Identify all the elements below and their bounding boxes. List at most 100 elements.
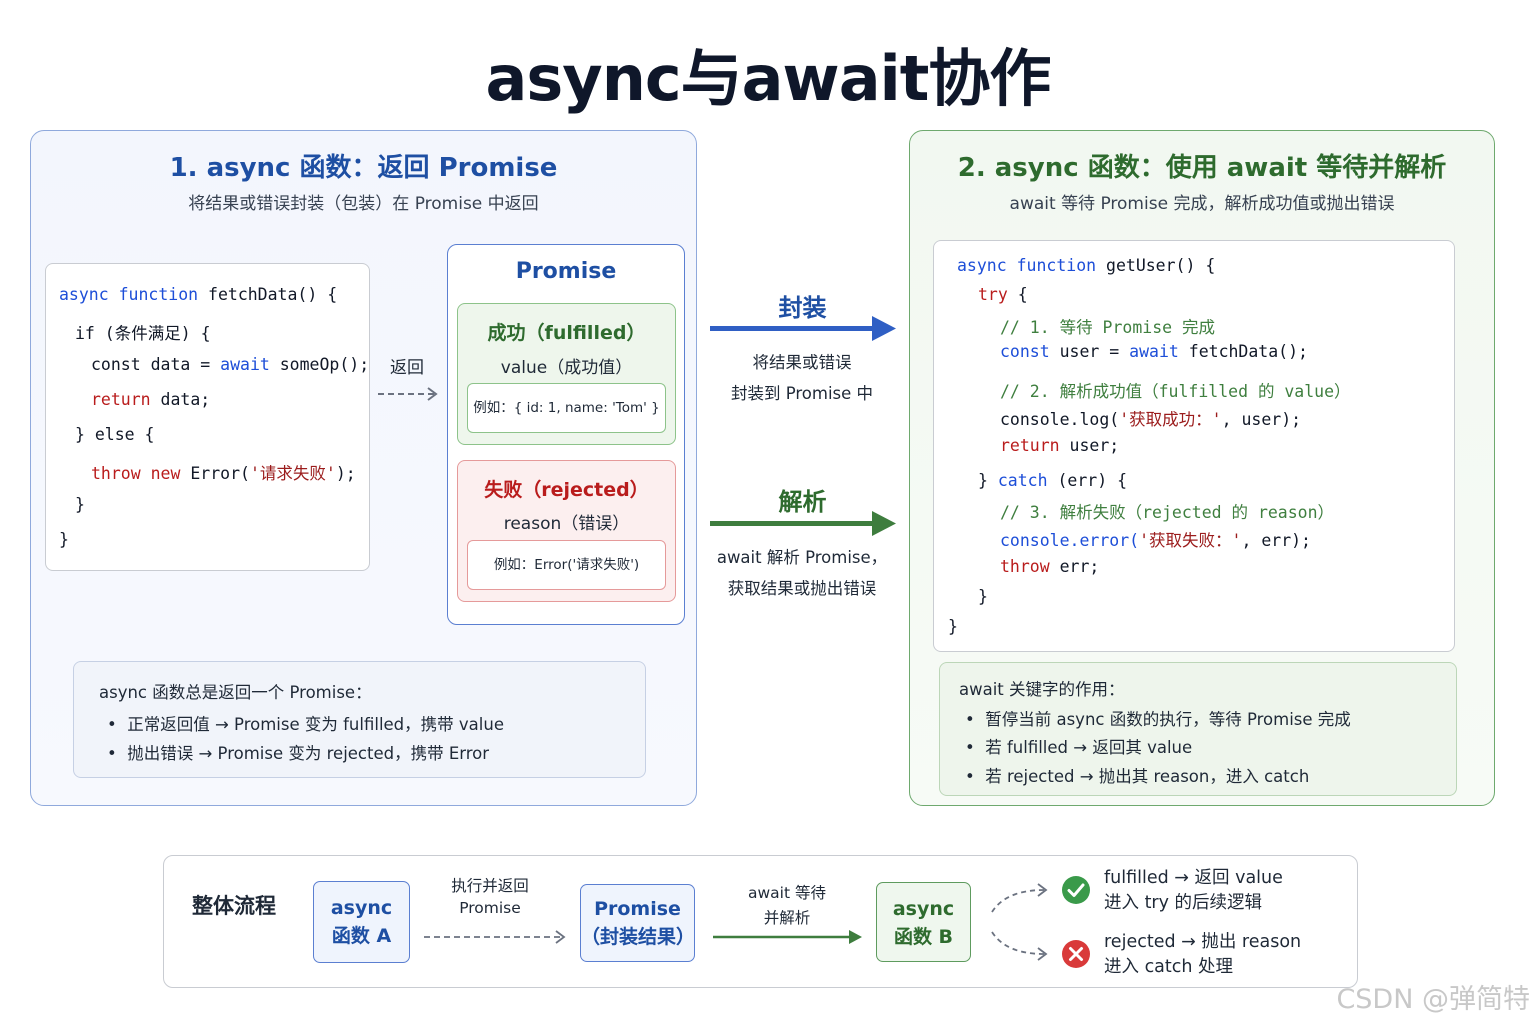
rejected-title: 失败（rejected） — [484, 479, 649, 501]
code-line: } catch (err) { — [978, 471, 1127, 490]
code-line: throw err; — [1000, 557, 1099, 576]
branch-dashed-arrows — [991, 883, 1048, 961]
code-text: user; — [1059, 436, 1120, 455]
parse-desc-1: await 解析 Promise， — [716, 548, 888, 567]
wrap-desc-1: 将结果或错误 — [752, 353, 852, 372]
csdn-watermark: CSDN @弹简特 — [1336, 984, 1530, 1015]
code-line: } — [59, 530, 69, 549]
fulfilled-title: 成功（fulfilled） — [487, 322, 646, 344]
code-string: '获取失败：' — [1139, 531, 1242, 550]
note-item: 暂停当前 async 函数的执行，等待 Promise 完成 — [985, 710, 1351, 729]
note-item: 若 rejected → 抛出其 reason，进入 catch — [985, 767, 1310, 786]
code-line: const user = await fetchData(); — [1000, 342, 1308, 361]
code-keyword: await — [220, 355, 270, 374]
code-text: , user); — [1221, 410, 1302, 429]
node-p-line1: Promise — [594, 898, 681, 920]
node-async-b: async 函数 B — [876, 882, 971, 962]
code-line: console.error('获取失败：', err); — [1000, 527, 1311, 551]
rejected-value: reason（错误） — [503, 514, 630, 534]
note-item: 正常返回值 → Promise 变为 fulfilled，携带 value — [127, 715, 504, 734]
note-heading: await 关键字的作用： — [959, 680, 1125, 699]
code-text: data; — [150, 390, 211, 409]
wrap-arrow — [710, 316, 896, 341]
code-line: } — [978, 587, 988, 606]
node-promise: Promise （封装结果） — [580, 884, 695, 962]
node-p-line2: （封装结果） — [581, 926, 696, 948]
note-bullet: • 若 fulfilled → 返回其 value — [965, 734, 1192, 758]
bullet-dot: • — [965, 710, 986, 729]
node-a-line1: async — [330, 897, 393, 919]
bullet-dot: • — [107, 715, 128, 734]
code-text: ); — [335, 464, 356, 483]
code-comment: // 3. 解析失败（rejected 的 reason） — [1000, 503, 1335, 522]
code-text: fetchData(); — [1178, 342, 1308, 361]
rejected-result-1: rejected → 抛出 reason — [1104, 932, 1302, 952]
note-bullet: • 若 rejected → 抛出其 reason，进入 catch — [965, 763, 1309, 787]
code-text: } — [978, 471, 998, 490]
code-keyword: catch — [997, 471, 1048, 490]
code-comment: // 1. 等待 Promise 完成 — [1000, 318, 1216, 337]
code-string: '获取成功：' — [1119, 410, 1222, 429]
step2-label-1: await 等待 — [748, 884, 826, 902]
fulfilled-result-1: fulfilled → 返回 value — [1104, 868, 1283, 888]
fulfilled-result-2: 进入 try 的后续逻辑 — [1104, 893, 1263, 913]
code-keyword: const — [1000, 342, 1050, 361]
code-string: '请求失败' — [249, 464, 336, 483]
page-title: async与await协作 — [485, 42, 1052, 115]
fetchdata-code-block: async function fetchData() { if (条件满足) {… — [45, 263, 370, 571]
fulfilled-value: value（成功值） — [500, 358, 633, 378]
code-text: user = — [1049, 342, 1130, 361]
step1-label-1: 执行并返回 — [451, 877, 529, 895]
bullet-dot: • — [107, 744, 128, 763]
node-async-a: async 函数 A — [313, 881, 410, 963]
code-comment: // 2. 解析成功值（fulfilled 的 value） — [1000, 382, 1351, 401]
check-circle-icon — [1062, 876, 1090, 904]
code-text: (err) { — [1047, 471, 1128, 490]
code-line: async function fetchData() { — [59, 285, 337, 304]
parse-arrow — [710, 511, 896, 536]
code-text: const data = — [91, 355, 221, 374]
step2-label-2: 并解析 — [763, 909, 811, 927]
parse-desc-2: 获取结果或抛出错误 — [727, 579, 877, 598]
code-line: throw new Error('请求失败'); — [91, 460, 356, 484]
parse-label: 解析 — [778, 488, 827, 516]
code-line: console.log('获取成功：', user); — [1000, 406, 1301, 430]
code-text: err; — [1049, 557, 1100, 576]
node-b-line2: 函数 B — [893, 926, 954, 948]
rejected-example: 例如：Error('请求失败') — [467, 540, 666, 590]
code-keyword: async function — [957, 256, 1097, 275]
note-bullet: • 暂停当前 async 函数的执行，等待 Promise 完成 — [965, 706, 1351, 730]
code-line: return data; — [91, 390, 210, 409]
note-item: 若 fulfilled → 返回其 value — [985, 738, 1193, 757]
note-item: 抛出错误 → Promise 变为 rejected，携带 Error — [127, 744, 490, 763]
bullet-dot: • — [965, 738, 986, 757]
code-text: console.log( — [1000, 410, 1120, 429]
code-keyword: async function — [59, 285, 199, 304]
fulfilled-state: 成功（fulfilled） value（成功值） 例如：{ id: 1, nam… — [457, 303, 676, 445]
fulfilled-example: 例如：{ id: 1, name: 'Tom' } — [467, 383, 666, 433]
right-panel-subtitle: await 等待 Promise 完成，解析成功值或抛出错误 — [1009, 194, 1395, 214]
code-keyword: try — [978, 285, 1008, 304]
node-a-line2: 函数 A — [331, 925, 392, 947]
wrap-label: 封装 — [778, 294, 827, 322]
step1-label-2: Promise — [459, 899, 521, 917]
code-line: try { — [978, 285, 1028, 304]
code-text: { — [1007, 285, 1028, 304]
return-dashed-arrow — [378, 387, 438, 401]
code-line: if (条件满足) { — [75, 324, 211, 343]
code-text: fetchData() { — [198, 285, 338, 304]
async-note-box: async 函数总是返回一个 Promise： • 正常返回值 → Promis… — [73, 661, 646, 778]
code-keyword: return — [91, 390, 151, 409]
return-label: 返回 — [390, 358, 424, 378]
left-panel-title: 1. async 函数：返回 Promise — [169, 153, 558, 183]
note-bullet: • 正常返回值 → Promise 变为 fulfilled，携带 value — [107, 711, 504, 735]
code-text: , err); — [1241, 531, 1311, 550]
left-panel-subtitle: 将结果或错误封装（包装）在 Promise 中返回 — [188, 194, 539, 214]
code-keyword: return — [1000, 436, 1060, 455]
rejected-result-2: 进入 catch 处理 — [1104, 957, 1234, 977]
code-text: console.error( — [1000, 531, 1140, 550]
code-text: someOp(); — [269, 355, 370, 374]
step1-dashed-arrow — [424, 930, 566, 944]
code-line: } — [75, 495, 85, 514]
code-line: } — [948, 617, 958, 636]
